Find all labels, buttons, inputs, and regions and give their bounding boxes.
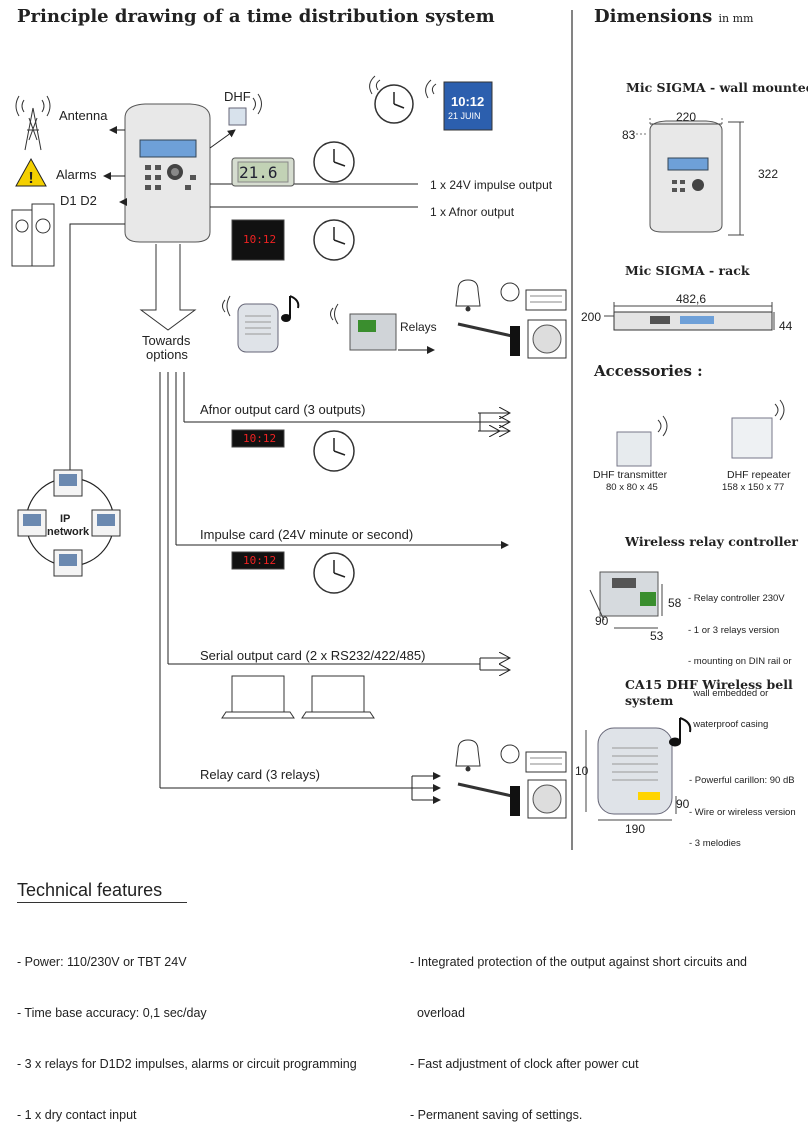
right-title-unit: in mm [718,12,754,25]
bell-note: - Wire or wireless version [689,806,796,818]
rack-height: 44 [779,319,793,333]
rack-depth: 200 [581,310,602,324]
digital-clock-graphic [443,81,493,131]
dhf-repeater-graphic [731,417,773,459]
relay-ctrl-title: Wireless relay controller [625,534,799,549]
antenna-label: Antenna [59,108,108,123]
wall-title: Mic SIGMA - wall mounted [626,80,808,95]
technical-right-list: - Integrated protection of the output ag… [410,920,747,1141]
right-title-main: Dimensions [594,6,713,27]
diagram-canvas: ! [11,10,785,850]
bell-height: 10 [575,764,589,778]
output-devices-bottom [455,739,567,819]
building-clock-graphic [11,203,55,267]
towards-options-line2: options [146,347,188,362]
feature-item: - 3 x relays for D1D2 impulses, alarms o… [17,1057,357,1071]
output-devices-top [455,279,567,359]
feature-item: - Integrated protection of the output ag… [410,955,748,969]
digital-clock-date: 21 JUIN [448,111,481,121]
relay-card-label: Relay card (3 relays) [200,767,320,782]
relay-ctrl-width: 53 [650,629,664,643]
repeater-name: DHF repeater [727,469,791,481]
d1d2-label: D1 D2 [60,193,97,208]
bell-depth: 90 [676,797,690,811]
bell-note: - Powerful carillon: 90 dB [689,775,795,786]
impulse-output-label: 1 x 24V impulse output [430,178,553,192]
ip-label-1: IP [60,513,71,525]
relays-label: Relays [400,320,437,334]
ip-label-2: network [47,526,90,538]
transmitter-name: DHF transmitter [593,469,668,481]
rack-title: Mic SIGMA - rack [625,263,750,278]
main-unit-graphic [124,103,211,243]
feature-item: - Time base accuracy: 0,1 sec/day [17,1006,207,1020]
bell-title-2: system [625,693,674,708]
bell-notes: - Powerful carillon: 90 dB - Wire or wir… [689,755,796,860]
dhf-transmitter-graphic [616,431,652,467]
led-display-main [231,219,285,261]
digital-clock-time: 10:12 [451,94,485,109]
wall-unit-graphic [649,120,723,233]
relay-ctrl-note: wall embedded or [688,687,769,699]
afnor-output-label: 1 x Afnor output [430,205,515,219]
relay-ctrl-notes: - Relay controller 230V - 1 or 3 relays … [688,573,791,741]
svg-text:!: ! [28,170,33,187]
wall-depth: 83 [622,128,636,142]
rack-width: 482,6 [676,292,707,306]
led-value-afnor: 10:12 [243,432,277,445]
accessories-title: Accessories : [594,362,703,380]
relay-ctrl-note: - 1 or 3 relays version [688,624,780,636]
lcd-value: 21.6 [239,163,278,182]
technical-title: Technical features [17,880,163,900]
alarms-label: Alarms [56,167,97,182]
relay-ctrl-height: 58 [668,596,682,610]
repeater-dims: 158 x 150 x 77 [722,482,785,493]
relay-ctrl-note: waterproof casing [688,719,769,730]
laptops [221,675,375,719]
towards-options-line1: Towards [142,333,191,348]
warning-graphic [15,157,47,187]
antenna-graphic [15,95,51,151]
left-title: Principle drawing of a time distribution… [17,6,495,27]
feature-item: - 1 x dry contact input [17,1108,137,1122]
bell-title-1: CA15 DHF Wireless bell [625,677,793,692]
feature-item: - Power: 110/230V or TBT 24V [17,955,187,969]
led-value-main: 10:12 [243,233,277,246]
feature-item: overload [410,1006,465,1020]
relay-ctrl-depth: 90 [595,614,609,628]
bell-width: 190 [625,822,646,836]
led-value-impulse: 10:12 [243,554,277,567]
transmitter-dims: 80 x 80 x 45 [606,482,658,493]
bell-note: - 3 melodies [689,838,741,849]
bell-graphic [597,727,673,815]
dhf-label: DHF [224,89,251,104]
feature-item: - Fast adjustment of clock after power c… [410,1057,639,1071]
right-title: Dimensions in mm [594,6,753,27]
wall-height: 322 [758,167,779,181]
relay-ctrl-note: - Relay controller 230V [688,593,785,604]
afnor-card-label: Afnor output card (3 outputs) [200,402,366,417]
relay-ctrl-note: - mounting on DIN rail or [688,656,792,667]
impulse-card-label: Impulse card (24V minute or second) [200,527,414,542]
feature-item: - Permanent saving of settings. [410,1108,583,1122]
technical-left-list: - Power: 110/230V or TBT 24V - Time base… [17,920,357,1141]
wall-width: 220 [676,110,697,124]
technical-underline [17,902,187,903]
serial-card-label: Serial output card (2 x RS232/422/485) [200,648,426,663]
